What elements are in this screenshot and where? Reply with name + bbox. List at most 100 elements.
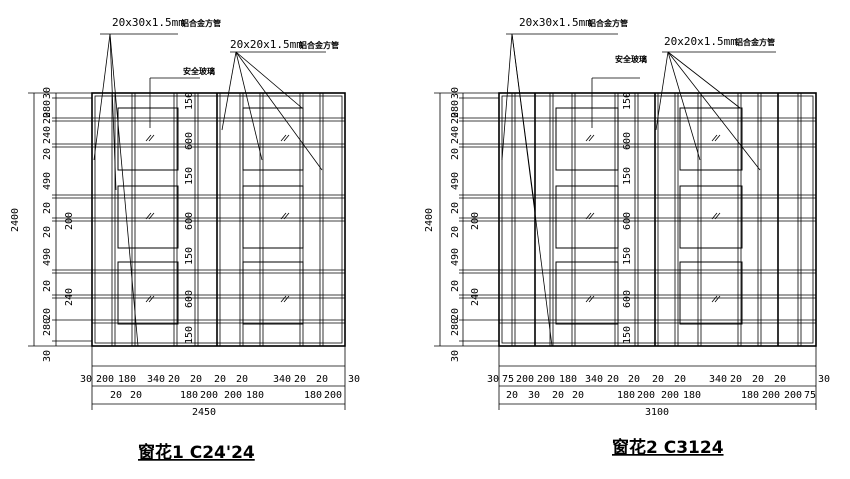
inner-dims-1: 150 600 150 600 150 600 150 bbox=[184, 92, 195, 344]
left-dim-label: 30 bbox=[42, 350, 53, 362]
bottom-dim-label: 20 bbox=[316, 374, 328, 385]
inner-dim-label: 150 bbox=[622, 92, 633, 110]
left-dim-label: 240 bbox=[64, 288, 75, 306]
inner-dim-label: 150 bbox=[184, 167, 195, 185]
bottom-dim-label: 20 bbox=[607, 374, 619, 385]
bottom-dim-label: 20 bbox=[730, 374, 742, 385]
bottom-dim-label: 20 bbox=[236, 374, 248, 385]
left-dim-label: 280 bbox=[450, 318, 461, 336]
note-glass-1: 安全玻璃 bbox=[183, 66, 215, 76]
note-small-tube-cn-2: 铝合金方管 bbox=[735, 37, 775, 47]
bottom-dim-label: 180 bbox=[246, 390, 264, 401]
left-dim-label: 20 bbox=[450, 202, 461, 214]
inner-dim-label: 600 bbox=[622, 290, 633, 308]
total-height-1: 2400 bbox=[10, 208, 21, 232]
bottom-dim-label: 20 bbox=[628, 374, 640, 385]
bottom-dims-top-1: 30 200 180 340 20 20 20 20 340 20 20 30 bbox=[80, 374, 360, 385]
inner-dim-label: 150 bbox=[184, 247, 195, 265]
bottom-dim-label: 20 bbox=[294, 374, 306, 385]
outer-frame-2 bbox=[498, 92, 817, 347]
inner-dim-label: 150 bbox=[622, 326, 633, 344]
bottom-dim-label: 20 bbox=[572, 390, 584, 401]
total-width-2: 3100 bbox=[645, 407, 669, 418]
total-width-1: 2450 bbox=[192, 407, 216, 418]
bottom-dim-label: 30 bbox=[487, 374, 499, 385]
left-dim-label: 200 bbox=[64, 212, 75, 230]
bottom-dims-mid-1: 20 20 180 200 200 180 180 200 bbox=[110, 390, 342, 401]
window-drawing-1 bbox=[28, 33, 346, 410]
left-dim-label: 20 bbox=[42, 148, 53, 160]
left-dim-label: 490 bbox=[42, 248, 53, 266]
bottom-dim-label: 20 bbox=[110, 390, 122, 401]
bottom-dim-label: 200 bbox=[762, 390, 780, 401]
left-dim-label: 240 bbox=[42, 126, 53, 144]
inner-dim-label: 150 bbox=[622, 247, 633, 265]
note-small-tube-cn-1: 铝合金方管 bbox=[299, 40, 339, 50]
inner-dim-label: 150 bbox=[184, 326, 195, 344]
left-dim-label: 20 bbox=[42, 112, 53, 124]
bottom-dim-label: 75 bbox=[502, 374, 514, 385]
inner-dims-2: 150 600 150 600 150 600 150 bbox=[622, 92, 633, 344]
inner-dim-label: 150 bbox=[184, 92, 195, 110]
bottom-dim-label: 340 bbox=[273, 374, 291, 385]
left-dim-label: 200 bbox=[470, 212, 481, 230]
note-small-tube-1: 20x20x1.5mm bbox=[230, 38, 303, 51]
bottom-dim-label: 200 bbox=[96, 374, 114, 385]
bottom-dim-label: 20 bbox=[774, 374, 786, 385]
bottom-dim-label: 20 bbox=[752, 374, 764, 385]
window-drawing-2 bbox=[434, 33, 817, 410]
note-big-tube-2: 20x30x1.5mm bbox=[519, 16, 592, 29]
left-dim-ticks-2 bbox=[459, 97, 499, 342]
inner-frame-2 bbox=[501, 95, 814, 344]
bottom-dim-label: 30 bbox=[818, 374, 830, 385]
bottom-dim-label: 200 bbox=[637, 390, 655, 401]
note-big-tube-cn-1: 铝合金方管 bbox=[181, 18, 221, 28]
bottom-dim-label: 20 bbox=[190, 374, 202, 385]
bottom-dim-label: 20 bbox=[552, 390, 564, 401]
bottom-dim-label: 30 bbox=[348, 374, 360, 385]
bottom-dim-label: 340 bbox=[709, 374, 727, 385]
bottom-dim-label: 200 bbox=[324, 390, 342, 401]
bottom-dim-label: 340 bbox=[585, 374, 603, 385]
bottom-dim-label: 200 bbox=[200, 390, 218, 401]
left-dim-label: 20 bbox=[450, 112, 461, 124]
note-big-tube-1: 20x30x1.5mm bbox=[112, 16, 185, 29]
bottom-dim-label: 30 bbox=[528, 390, 540, 401]
inner-dim-label: 600 bbox=[622, 212, 633, 230]
left-dim-label: 30 bbox=[42, 87, 53, 99]
bottom-dim-label: 180 bbox=[304, 390, 322, 401]
bottom-dim-label: 200 bbox=[784, 390, 802, 401]
bottom-dim-label: 20 bbox=[130, 390, 142, 401]
bottom-dim-label: 180 bbox=[617, 390, 635, 401]
bottom-dim-label: 30 bbox=[80, 374, 92, 385]
inner-frame-1 bbox=[94, 95, 343, 344]
bottom-dim-label: 20 bbox=[674, 374, 686, 385]
left-dim-label: 490 bbox=[450, 172, 461, 190]
left-dim-label: 490 bbox=[42, 172, 53, 190]
left-dim-label: 30 bbox=[450, 350, 461, 362]
inner-dim-label: 150 bbox=[622, 167, 633, 185]
left-dim-ticks-1 bbox=[52, 97, 92, 342]
bottom-dim-label: 180 bbox=[741, 390, 759, 401]
left-dim-label: 20 bbox=[450, 280, 461, 292]
bottom-dims-mid-2: 20 30 20 20 180 200 200 180 180 200 200 … bbox=[506, 390, 816, 401]
bottom-dim-label: 200 bbox=[537, 374, 555, 385]
left-dim-label: 20 bbox=[42, 202, 53, 214]
note-big-tube-cn-2: 铝合金方管 bbox=[588, 18, 628, 28]
bottom-dim-label: 200 bbox=[661, 390, 679, 401]
left-dim-label: 280 bbox=[450, 100, 461, 118]
left-dims-1: 30 280 20 240 20 490 20 200 20 490 20 24… bbox=[42, 87, 75, 362]
bottom-dim-label: 180 bbox=[180, 390, 198, 401]
bottom-dim-label: 75 bbox=[804, 390, 816, 401]
bottom-dim-label: 20 bbox=[652, 374, 664, 385]
bottom-dim-label: 340 bbox=[147, 374, 165, 385]
bottom-dim-label: 20 bbox=[168, 374, 180, 385]
bottom-dim-label: 180 bbox=[559, 374, 577, 385]
inner-dim-label: 600 bbox=[184, 132, 195, 150]
drawing-title-2: 窗花2 C3124 bbox=[612, 437, 724, 458]
bottom-dim-label: 180 bbox=[683, 390, 701, 401]
bottom-dim-label: 20 bbox=[214, 374, 226, 385]
left-dim-label: 20 bbox=[42, 280, 53, 292]
left-dims-2: 30 280 20 240 20 490 20 200 20 490 20 24… bbox=[450, 87, 481, 362]
